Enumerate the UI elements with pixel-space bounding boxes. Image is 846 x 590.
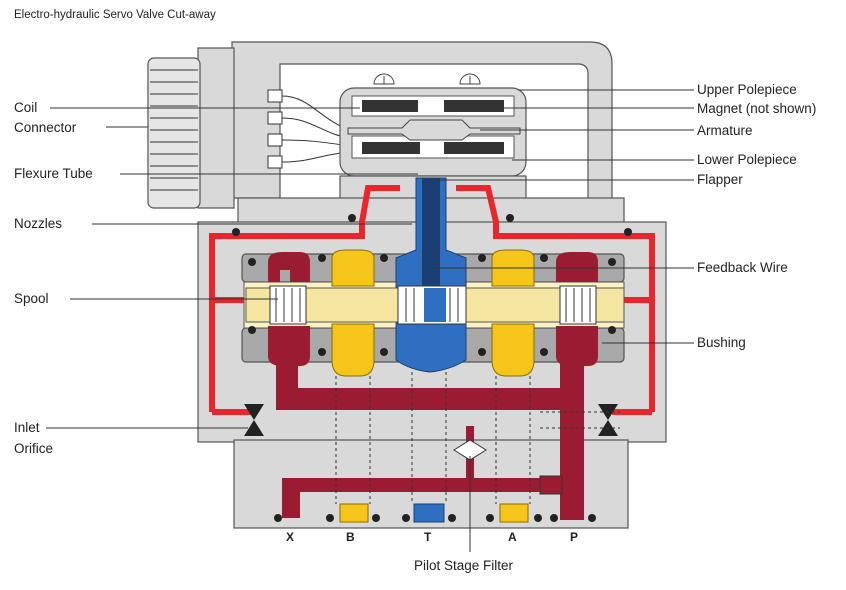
label-orifice: Orifice: [14, 441, 53, 456]
pilot-filter-icon: [453, 439, 487, 461]
torque-motor: [339, 73, 527, 177]
port-a-label: A: [508, 530, 517, 544]
label-flapper: Flapper: [697, 172, 743, 187]
diagram-title: Electro-hydraulic Servo Valve Cut-away: [14, 9, 216, 21]
label-flexure-tube: Flexure Tube: [14, 166, 93, 181]
label-pilot-stage-filter: Pilot Stage Filter: [414, 558, 514, 573]
leader-lines: [46, 89, 694, 552]
supply-channels: [209, 185, 655, 415]
coil-wires: [267, 89, 351, 169]
label-spool: Spool: [14, 291, 49, 306]
label-feedback-wire: Feedback Wire: [697, 260, 788, 275]
label-nozzles: Nozzles: [14, 216, 62, 231]
port-p-label: P: [570, 530, 578, 544]
label-bushing: Bushing: [697, 335, 746, 350]
label-lower-polepiece: Lower Polepiece: [697, 152, 797, 167]
label-coil: Coil: [14, 100, 37, 115]
torque-motor-housing: [197, 41, 613, 219]
port-labels: X B T A P: [286, 530, 578, 544]
connector: [147, 57, 201, 209]
port-b-label: B: [346, 530, 355, 544]
label-upper-polepiece: Upper Polepiece: [697, 82, 797, 97]
control-channels: [331, 249, 535, 523]
port-t-label: T: [424, 530, 432, 544]
label-magnet: Magnet (not shown): [697, 101, 816, 116]
spool: [245, 285, 625, 325]
port-x-label: X: [286, 530, 294, 544]
pilot-channels: [268, 252, 598, 520]
port-dashed-lines: [335, 372, 620, 504]
label-inlet: Inlet: [14, 420, 40, 435]
label-connector: Connector: [14, 120, 77, 135]
label-armature: Armature: [697, 123, 753, 138]
seals: [232, 214, 632, 522]
